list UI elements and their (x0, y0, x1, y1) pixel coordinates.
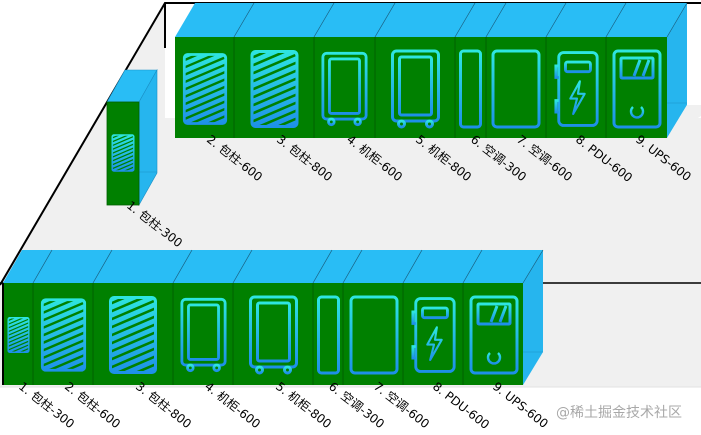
single-column-pillar[interactable] (106, 68, 158, 207)
front-row (2, 249, 544, 385)
back-row (175, 2, 701, 138)
watermark: @稀土掘金技术社区 (556, 405, 682, 421)
floor-below (0, 387, 701, 435)
